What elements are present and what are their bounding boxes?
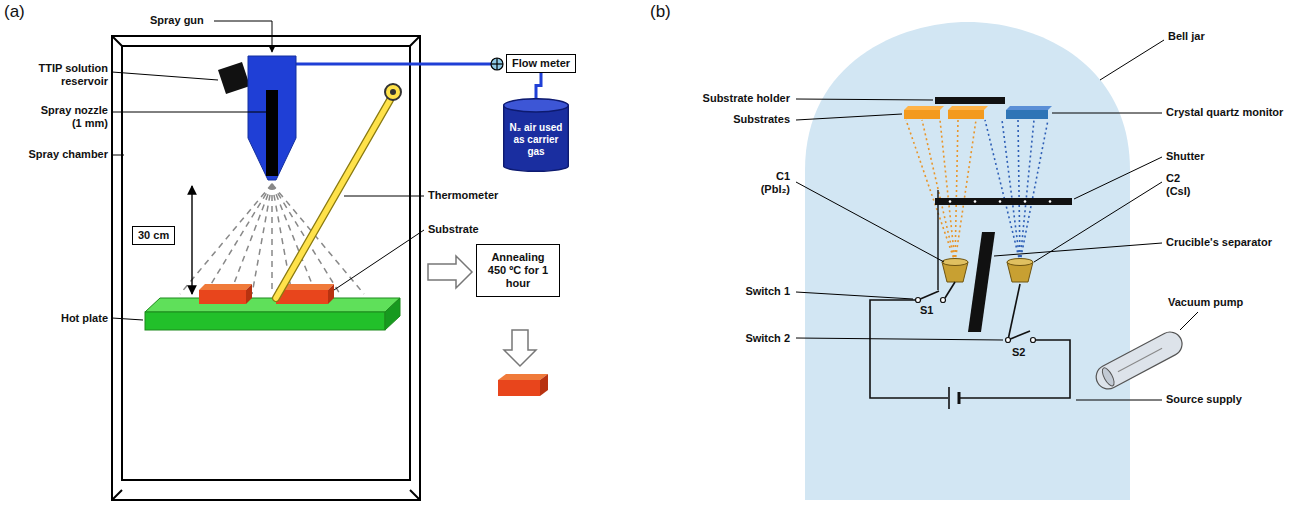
panel-letter: (b): [650, 2, 671, 22]
node-text: N₂ air used as carrier gas: [508, 122, 564, 158]
bell-jar: [805, 22, 1130, 500]
gas-line-connector: [536, 73, 541, 98]
part-label: Crucible's separator: [1166, 236, 1272, 249]
part-label: Spray gun: [150, 14, 204, 27]
flow-meter-box: Flow meter: [506, 54, 576, 73]
annealing-box: Annealing 450 ºC for 1 hour: [476, 244, 560, 297]
part-label: Thermometer: [428, 189, 498, 202]
leader-lines-b: [796, 40, 1198, 400]
process-arrow: [428, 256, 472, 288]
node-text: Annealing 450 ºC for 1 hour: [482, 251, 554, 290]
part-label: Vacuum pump: [1168, 296, 1243, 309]
switch-tag: S2: [1012, 346, 1025, 359]
part-label: Switch 1: [745, 285, 790, 298]
part-label: Hot plate: [61, 312, 108, 325]
reservoir-symbol: [218, 62, 250, 94]
flow-meter-symbol: [491, 58, 503, 70]
part-label: Substrate: [428, 223, 479, 236]
crucible-separator: [968, 232, 995, 332]
thermometer-symbol: [276, 84, 401, 298]
part-label: Shutter: [1166, 150, 1205, 163]
part-label: C1 (PbI₂): [744, 170, 790, 196]
node-text: Flow meter: [512, 57, 570, 70]
part-label: Switch 2: [745, 332, 790, 345]
spray-nozzle: [266, 90, 278, 176]
gas-line: [296, 63, 491, 66]
part-label: Bell jar: [1168, 30, 1205, 43]
substrates: [904, 106, 988, 119]
substrate-holder: [935, 97, 1005, 104]
vapour-stream-pbi2: [906, 120, 976, 262]
annealed-substrate: [498, 374, 548, 396]
part-label: Substrates: [733, 113, 790, 126]
switch-tag: S1: [920, 304, 933, 317]
spray-gun-body: [248, 56, 296, 180]
panel-letter: (a): [4, 2, 25, 22]
part-label: Spray chamber: [29, 148, 108, 161]
battery-symbol: [949, 387, 959, 409]
quartz-monitor: [1006, 106, 1052, 119]
shutter: [935, 190, 1072, 290]
part-label: Source supply: [1166, 393, 1242, 406]
part-label: TTIP solution reservoir: [24, 62, 108, 88]
hot-plate: [145, 298, 400, 330]
part-label: Crystal quartz monitor: [1166, 106, 1283, 119]
vapour-stream-csi: [985, 120, 1048, 262]
spray-chamber-frame: [112, 36, 420, 500]
dimension-label: 30 cm: [132, 226, 175, 245]
vacuum-pump-tube: [1092, 328, 1186, 393]
part-label: Spray nozzle (1 mm): [30, 104, 108, 130]
switch-contacts: [916, 298, 1036, 343]
substrate-blocks: [199, 284, 334, 304]
leader-lines-a: [112, 21, 424, 320]
dimension-line: [191, 186, 192, 294]
part-label: Substrate holder: [703, 92, 790, 105]
process-arrow: [504, 330, 536, 366]
part-label: C2 (CsI): [1166, 172, 1206, 198]
gas-cylinder: N₂ air used as carrier gas: [503, 98, 569, 172]
